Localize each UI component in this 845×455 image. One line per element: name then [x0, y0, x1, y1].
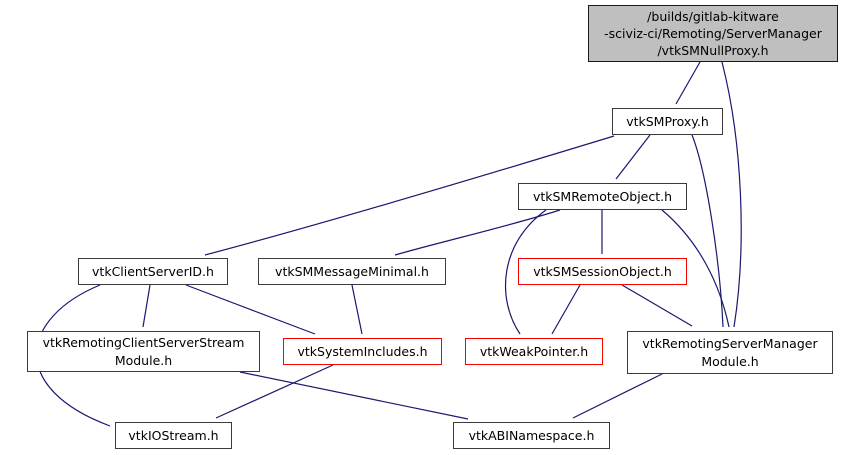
edge-smremoteobject-smmessageminimal: [394, 209, 561, 256]
node-abinamespace[interactable]: vtkABINamespace.h: [453, 422, 610, 449]
node-smsessionobject[interactable]: vtkSMSessionObject.h: [518, 258, 687, 285]
node-remotingcss[interactable]: vtkRemotingClientServerStream Module.h: [27, 331, 260, 372]
edge-smremoteobject-remotingsm: [661, 209, 730, 328]
node-systemincludes[interactable]: vtkSystemIncludes.h: [283, 338, 442, 365]
edge-remotingcss-abinamespace: [239, 371, 469, 420]
node-remotingsm[interactable]: vtkRemotingServerManager Module.h: [627, 331, 833, 374]
node-smmessageminimal[interactable]: vtkSMMessageMinimal.h: [258, 258, 446, 285]
edge-root-remotingsm: [721, 61, 742, 328]
edge-smmessageminimal-systemincludes: [351, 284, 363, 335]
edge-remotingsm-abinamespace: [572, 373, 663, 419]
edge-clientserverid-remotingcss: [142, 284, 151, 328]
node-clientserverid[interactable]: vtkClientServerID.h: [78, 258, 228, 285]
edge-clientserverid-systemincludes: [185, 284, 316, 335]
edge-smproxy-remotingsm: [691, 134, 724, 328]
node-smremoteobject[interactable]: vtkSMRemoteObject.h: [518, 183, 687, 210]
edge-root-smproxy: [675, 61, 701, 105]
node-root: /builds/gitlab-kitware -sciviz-ci/Remoti…: [588, 5, 838, 62]
node-weakpointer[interactable]: vtkWeakPointer.h: [465, 338, 603, 365]
edge-smremoteobject-weakpointer: [504, 209, 547, 335]
node-smproxy[interactable]: vtkSMProxy.h: [612, 108, 723, 135]
edge-systemincludes-iostream: [215, 364, 334, 419]
edge-smproxy-smremoteobject: [615, 134, 651, 180]
edge-smproxy-clientserverid: [204, 135, 615, 256]
edge-smsessionobject-remotingsm: [621, 284, 693, 327]
node-iostream[interactable]: vtkIOStream.h: [115, 422, 232, 449]
edge-smsessionobject-weakpointer: [551, 284, 581, 335]
